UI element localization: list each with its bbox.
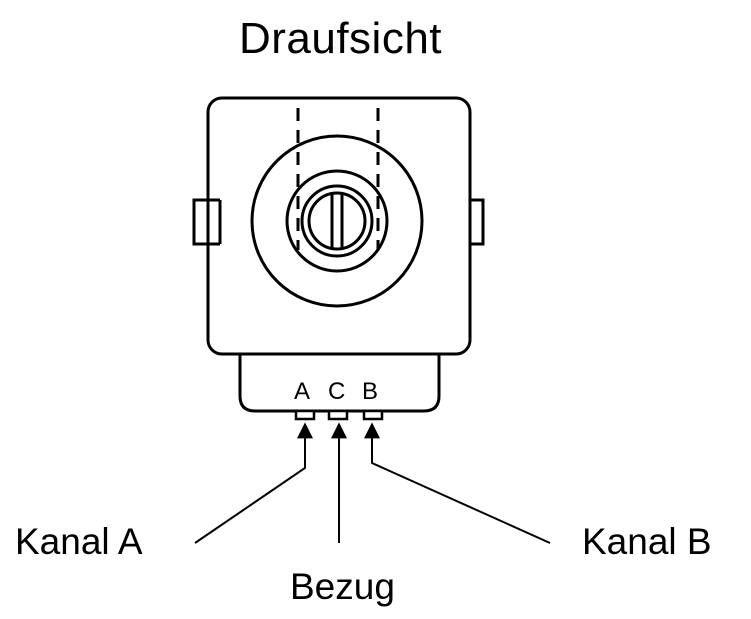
pin-b: [362, 409, 384, 421]
middle-ring: [285, 169, 389, 273]
pin-label-c: C: [328, 378, 346, 405]
label-channel-a: Kanal A: [15, 521, 143, 562]
pin-c: [327, 409, 349, 421]
leader-channel-b: [364, 422, 551, 544]
pin-label-b: B: [362, 378, 379, 405]
pin-a: [294, 409, 316, 421]
pin-label-a: A: [294, 378, 311, 405]
left-mounting-tab: [192, 198, 210, 246]
leader-channel-a: [194, 422, 313, 544]
outer-ring: [250, 134, 424, 308]
shaft-inner: [307, 191, 367, 251]
label-channel-b: Kanal B: [582, 521, 712, 562]
right-mounting-tab: [468, 198, 485, 246]
diagram-title: Draufsicht: [238, 14, 443, 63]
label-reference: Bezug: [290, 566, 395, 607]
